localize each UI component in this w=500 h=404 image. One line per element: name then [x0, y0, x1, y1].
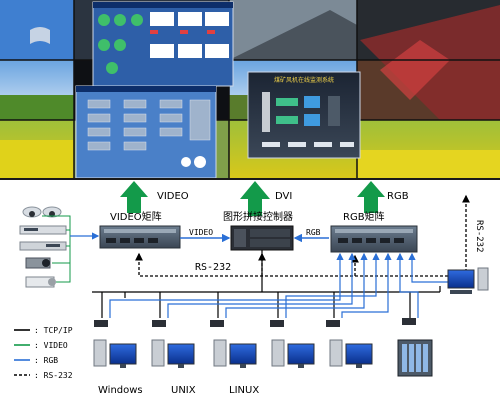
server-rack	[397, 318, 433, 377]
label-rgb-matrix: RGB矩阵	[343, 210, 385, 223]
green-arrows	[120, 181, 385, 216]
scada-window-fan-monitor: 煤矿风机在线监测系统	[247, 71, 361, 159]
label-video-top: VIDEO	[157, 191, 189, 202]
rgb-matrix-device	[330, 225, 418, 253]
label-rgb-top: RGB	[387, 191, 409, 202]
workstation	[210, 320, 257, 368]
label-controller: 图形拼接控制器	[223, 210, 293, 223]
workstation	[270, 320, 315, 368]
legend-label: : TCP/IP	[34, 326, 73, 335]
scada-window-machines	[75, 85, 217, 179]
arrow-dvi	[240, 181, 270, 216]
network-bus	[92, 250, 448, 318]
label-os-linux: LINUX	[229, 385, 259, 396]
label-os-windows: Windows	[98, 385, 143, 396]
camera-icon	[22, 206, 42, 218]
label-video-matrix: VIDEO矩阵	[110, 210, 162, 223]
label-dvi-top: DVI	[275, 191, 292, 202]
legend-label: : RS-232	[34, 371, 73, 380]
control-workstation	[447, 267, 489, 294]
scada-window-gauges	[92, 1, 234, 87]
camera-icon	[25, 257, 51, 269]
label-video-link: VIDEO	[189, 228, 213, 237]
legend: : TCP/IP : VIDEO : RGB : RS-232	[14, 326, 73, 380]
workstation	[326, 320, 373, 368]
camera-icon	[25, 276, 56, 288]
label-os-unix: UNIX	[171, 385, 196, 396]
graphics-controller-device	[230, 225, 294, 251]
arrow-video	[120, 181, 148, 213]
arrow-rgb	[357, 181, 385, 213]
input-sources	[19, 206, 100, 288]
label-rs232-side: RS-232	[474, 220, 484, 253]
label-rs232-mid: RS-232	[195, 262, 231, 273]
video-matrix-device	[99, 225, 181, 249]
workstation	[93, 320, 137, 368]
workstation	[151, 320, 195, 368]
dvd-player-icon	[19, 225, 67, 235]
dvd-player-icon	[19, 241, 67, 251]
legend-label: : RGB	[34, 356, 58, 365]
control-title: 煤矿风机在线监测系统	[274, 76, 334, 84]
label-rgb-link: RGB	[306, 228, 321, 237]
legend-label: : VIDEO	[34, 341, 68, 350]
video-wall: 煤矿风机在线监测系统	[0, 0, 500, 180]
